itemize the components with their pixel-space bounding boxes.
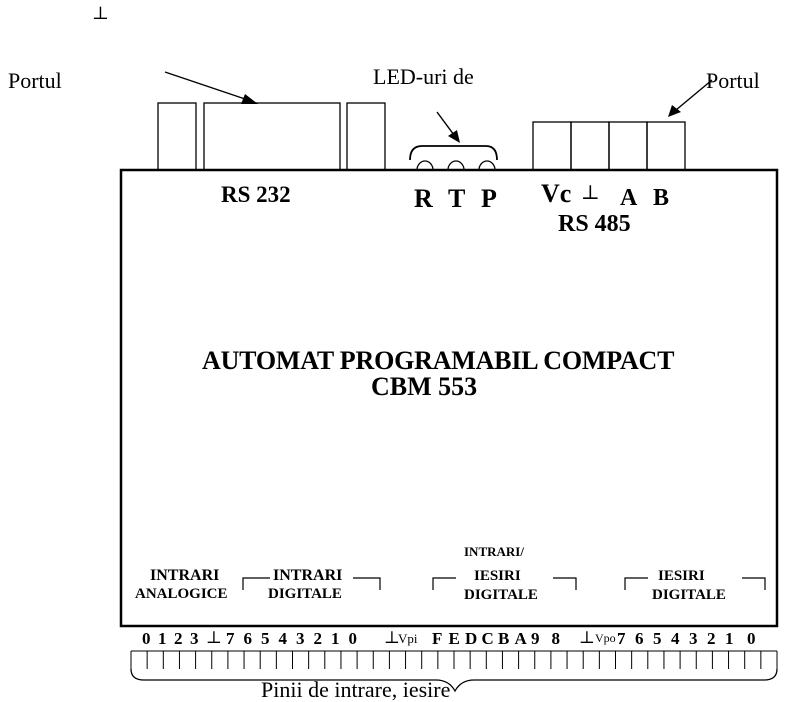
right-arrowhead [668,105,681,117]
pin-label: 1 [331,629,340,648]
pin-label: 6 [243,629,253,648]
rs485-a-label: A [620,185,638,211]
pin-label: 0 [348,629,358,648]
digital-outputs-heading-2: DIGITALE [652,587,726,603]
pins-brace [130,668,778,693]
pin-label: 5 [653,629,662,648]
device-model: CBM 553 [371,372,478,401]
digital-io-heading-1: IESIRI [474,568,521,584]
pin-label: 7 [617,629,626,648]
led-p-bump [478,160,496,171]
digital-inputs-heading-2: DIGITALE [268,586,342,602]
device-body [119,168,779,628]
pin-label: F [432,629,443,648]
rs232-label: RS 232 [221,182,291,207]
vpi-label: Vpi [398,631,418,646]
left-callout-arrow [164,71,249,101]
led-callout: LED-uri de [373,64,474,89]
rs485-b-label: B [653,185,670,211]
digital-inputs-heading-1: INTRARI [273,567,343,584]
rs232-right-block [346,102,386,171]
pin-label: B [498,629,510,648]
pin-label: A [514,629,527,648]
pin-label: 2 [313,629,323,648]
rs485-terminal-1 [532,121,572,171]
vpo-label: Vpo [595,631,616,645]
pin-label: 4 [278,629,288,648]
right-callout-arrow [675,79,713,111]
pin-label: C [481,629,494,648]
pin-label: 2 [707,629,716,648]
digital-outputs-bracket-left [624,577,648,590]
digital-outputs-bracket-right [742,577,766,590]
rs485-vc-label: Vc [541,179,572,208]
digital-io-bracket-left [432,577,456,590]
pin-label: 5 [261,629,270,648]
pin-label: E [448,629,460,648]
digital-io-bracket-right [553,577,577,590]
device-title: AUTOMAT PROGRAMABIL COMPACT [202,346,675,375]
pin-label: 6 [635,629,644,648]
led-label-t: T [448,184,466,213]
pin-label: D [465,629,478,648]
rs485-terminal-4 [646,121,686,171]
rs232-connector [203,102,341,171]
pin-label: 1 [158,629,167,648]
led-t-bump [447,160,465,171]
rs485-ground-symbol: ⊥ [581,182,600,204]
pin-label: 3 [296,629,305,648]
rs485-terminal-3 [608,121,648,171]
pin-label: 4 [671,629,680,648]
ground-symbol-1: ⊥ [206,628,222,647]
digital-inputs-bracket-left [242,577,270,590]
pin-label: 9 [531,629,540,648]
digital-io-heading-2: DIGITALE [464,587,538,603]
pin-label: 0 [142,629,151,648]
digital-io-heading-0: INTRARI/ [464,544,524,559]
rs232-left-block [157,102,197,171]
pin-label: 8 [551,629,561,648]
digital-outputs-heading-1: IESIRI [658,568,705,584]
top-ground-symbol: ⊥ [92,3,109,23]
right-port-callout: Portul [706,68,760,93]
analog-inputs-heading-2: ANALOGICE [135,586,228,602]
rs485-terminal-2 [570,121,610,171]
pin-comb [130,650,778,669]
analog-inputs-heading-1: INTRARI [150,567,220,584]
pin-label: 3 [689,629,698,648]
left-port-callout: Portul [8,68,62,93]
led-label-p: P [481,184,497,213]
pin-label: 2 [174,629,183,648]
digital-inputs-bracket-right [353,577,381,590]
pin-label: 1 [725,629,734,648]
pin-label: 3 [190,629,199,648]
center-callout-arrow [436,111,455,136]
center-arrowhead [448,130,460,143]
rs485-label: RS 485 [558,211,631,237]
led-bracket [409,145,498,161]
pin-label: 0 [747,629,756,648]
pin-label: 7 [226,629,235,648]
left-arrowhead [241,94,258,104]
pins-caption: Pinii de intrare, iesire [261,677,451,702]
led-r-bump [416,160,434,171]
led-label-r: R [414,184,433,213]
ground-symbol-2: ⊥ [384,628,400,647]
ground-symbol-3: ⊥ [579,628,595,647]
